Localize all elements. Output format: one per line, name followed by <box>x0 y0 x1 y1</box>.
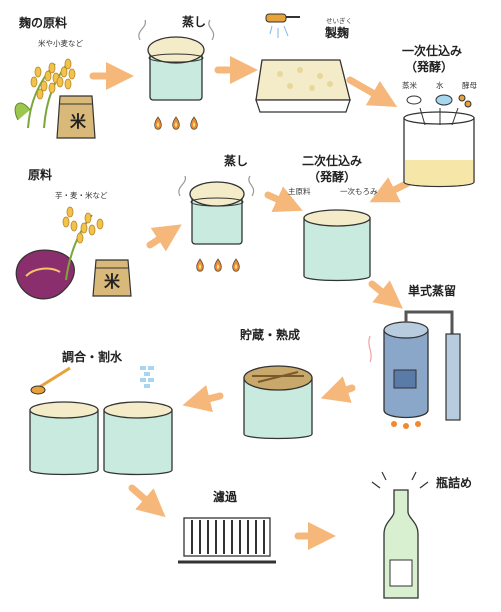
arrow-blend-to-filter <box>128 484 166 518</box>
arrow-steam-to-secondary <box>264 186 303 212</box>
primary-item-yeast: 酵母 <box>462 81 477 90</box>
ingredients-sub: 芋・麦・米など <box>55 191 108 200</box>
steam-1-title: 蒸し <box>182 15 207 29</box>
secondary-title: 二次仕込み <box>302 154 363 168</box>
sweet-potato-icon <box>15 249 75 300</box>
arrow-ingredients-to-steam <box>146 224 182 252</box>
koji-ingredients-sub: 米や小麦など <box>38 39 83 48</box>
ingredients-title: 原料 <box>28 168 53 182</box>
secondary-paren: （発酵） <box>308 170 357 184</box>
distill-title: 単式蒸留 <box>408 284 457 298</box>
arrow-distill-to-storage <box>320 376 356 403</box>
secondary-tank-icon <box>303 209 371 282</box>
steaming-pot-icon <box>138 19 215 130</box>
steam-2-title: 蒸し <box>224 154 249 168</box>
primary-item-water: 水 <box>436 81 444 90</box>
rice-bag-2-text: 米 <box>104 272 121 291</box>
arrow-secondary-to-distill <box>368 280 403 309</box>
arrow-storage-to-blend <box>182 385 224 413</box>
grain-stalk-icon <box>62 206 104 281</box>
blend-title: 調合・割水 <box>62 350 123 364</box>
seikiku-ruby: せいぎく <box>326 17 353 25</box>
pot-still-icon <box>368 310 461 429</box>
koji-box-icon <box>255 13 351 113</box>
primary-title: 一次仕込み <box>402 44 463 58</box>
rice-bag-icon <box>56 95 96 139</box>
primary-tank-icon <box>403 94 475 188</box>
bottle-icon <box>371 471 429 599</box>
primary-item-rice: 蒸米 <box>402 81 417 90</box>
storage-title: 貯蔵・熟成 <box>240 328 301 342</box>
filter-press-icon <box>178 517 276 564</box>
secondary-item-main: 主原料 <box>288 187 311 196</box>
steaming-pot-2-icon <box>178 175 255 272</box>
bottling-title: 瓶詰め <box>436 476 473 490</box>
storage-tank-icon <box>243 365 313 440</box>
seikiku-title: 製麹 <box>325 26 350 40</box>
filter-title: 濾過 <box>213 490 238 504</box>
koji-ingredients-title: 麹の原料 <box>19 16 68 30</box>
secondary-item-moromi: 一次もろみ <box>340 187 378 196</box>
blend-tanks-icon <box>29 366 173 476</box>
arrow-primary-to-secondary <box>369 177 414 203</box>
rice-bag-text: 米 <box>70 112 87 131</box>
rice-bag-2-icon <box>92 259 132 297</box>
arrow-seikiku-to-primary <box>346 76 398 107</box>
primary-paren: （発酵） <box>405 60 454 74</box>
rice-plant-icon <box>14 58 76 129</box>
flow-arrows <box>89 56 414 550</box>
